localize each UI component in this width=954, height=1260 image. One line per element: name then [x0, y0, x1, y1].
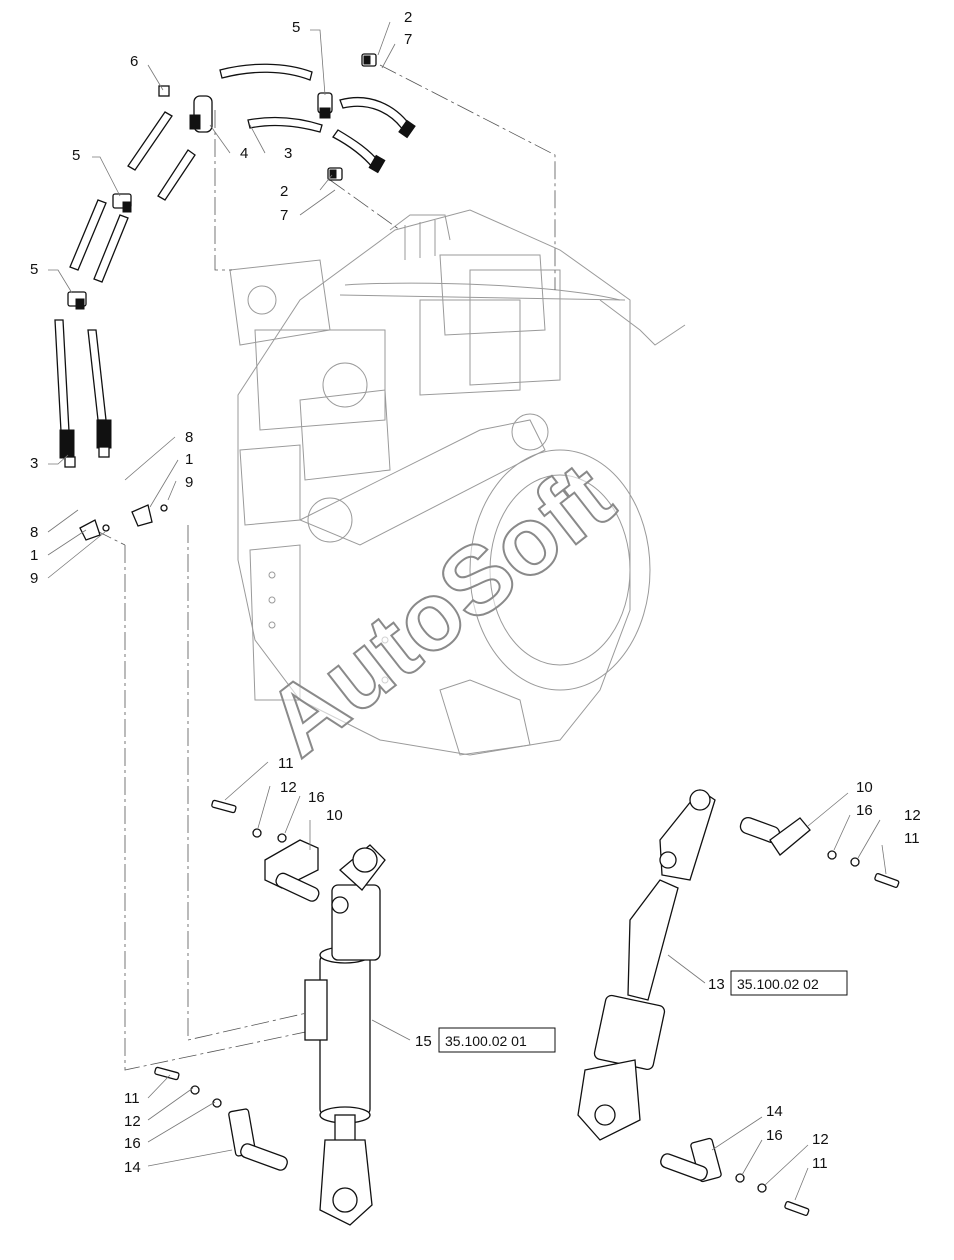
- callout-1-right: 1: [185, 451, 193, 468]
- callout-16-c: 16: [124, 1135, 141, 1152]
- callout-16-d: 16: [766, 1127, 783, 1144]
- callout-12-b: 12: [904, 807, 921, 824]
- callout-15: 15: [415, 1033, 432, 1050]
- callout-11-c: 11: [124, 1090, 140, 1107]
- assembly-center-lines: [94, 64, 556, 1071]
- callout-14-b: 14: [766, 1103, 783, 1120]
- transmission-housing-outline: [229, 209, 686, 756]
- watermark-text: AutoSoft: [247, 443, 632, 777]
- callout-4: 4: [240, 145, 248, 162]
- callout-11-a: 11: [278, 755, 294, 772]
- leader-lines: [47, 21, 887, 1201]
- callout-12-d: 12: [812, 1131, 829, 1148]
- callout-12-c: 12: [124, 1113, 141, 1130]
- pins-and-hardware: [154, 799, 900, 1216]
- callout-2-top: 2: [404, 9, 412, 26]
- callout-10-b: 10: [856, 779, 873, 796]
- callout-12-a: 12: [280, 779, 297, 796]
- callout-9-left: 9: [30, 570, 38, 587]
- callout-6: 6: [130, 53, 138, 70]
- callout-11-b: 11: [904, 830, 920, 847]
- callout-7-mid: 7: [280, 207, 288, 224]
- callout-7-top: 7: [404, 31, 412, 48]
- reference-15-box: 35.100.02 01: [438, 1027, 556, 1053]
- lift-cylinder-15: [304, 844, 386, 1226]
- callout-16-a: 16: [308, 789, 325, 806]
- callout-2-mid: 2: [280, 183, 288, 200]
- callout-11-d: 11: [812, 1155, 828, 1172]
- top-link-13: [577, 789, 716, 1141]
- callout-9-right: 9: [185, 474, 193, 491]
- reference-15-text: 35.100.02 01: [445, 1033, 527, 1049]
- callout-1-left: 1: [30, 547, 38, 564]
- callout-10-a: 10: [326, 807, 343, 824]
- callout-16-b: 16: [856, 802, 873, 819]
- callout-3-top: 3: [284, 145, 292, 162]
- callout-3-left: 3: [30, 455, 38, 472]
- callout-8-right: 8: [185, 429, 193, 446]
- callout-8-left: 8: [30, 524, 38, 541]
- callout-labels: 2 7 5 6 4 3 5 2 7 5 3 8 1 9 8 1 9 11 12 …: [30, 9, 921, 1176]
- hydraulic-hoses: [54, 53, 416, 541]
- callout-14-a: 14: [124, 1159, 141, 1176]
- reference-13-text: 35.100.02 02: [737, 976, 819, 992]
- callout-5-a: 5: [72, 147, 80, 164]
- callout-5-top: 5: [292, 19, 300, 36]
- callout-5-b: 5: [30, 261, 38, 278]
- callout-13: 13: [708, 976, 725, 993]
- reference-13-box: 35.100.02 02: [730, 970, 848, 996]
